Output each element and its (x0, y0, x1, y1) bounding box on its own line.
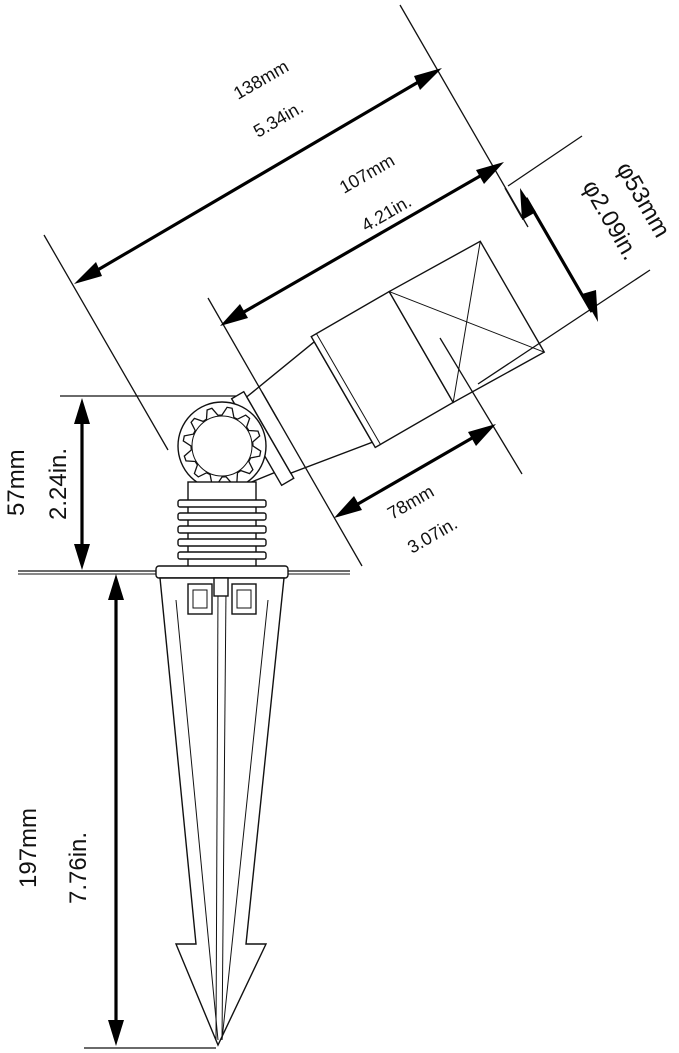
thread-ring (177, 551, 267, 560)
label-offset-mm: 78mm (384, 481, 437, 523)
cone-edge-2 (452, 241, 481, 403)
stake-rib (175, 599, 219, 1041)
label-overall-mm: 138mm (230, 56, 292, 103)
arrow-head (468, 424, 496, 446)
knuckle-joint (177, 401, 267, 491)
label-knuckle-in: 2.24in. (45, 448, 72, 520)
arrow-head (414, 68, 442, 90)
threaded-post (177, 481, 267, 569)
ext-overall-back (43, 234, 169, 451)
extension-lines (43, 4, 651, 1049)
thread-ring (177, 512, 267, 521)
dim-offset-line (343, 428, 487, 514)
ground-stake (159, 577, 285, 1047)
stake-slot-inner (192, 589, 208, 609)
dimension-labels: 138mm 5.34in. 107mm 4.21in. φ53mm φ2.09i… (3, 56, 675, 904)
ext-diam-top (507, 135, 583, 187)
arrow-head (74, 398, 90, 424)
thread-ring (177, 499, 267, 508)
flange-plate (155, 565, 289, 579)
housing-seam (316, 333, 381, 445)
ext-offset-knuckle (261, 391, 363, 567)
ext-head-front (504, 187, 523, 219)
dim-overall-line (83, 72, 433, 280)
ext-diam-bottom (477, 269, 651, 385)
ground-flange (18, 565, 350, 579)
label-knuckle-mm: 57mm (3, 449, 30, 516)
label-head-mm: 107mm (336, 150, 398, 197)
label-stake-in: 7.76in. (65, 832, 92, 904)
lamp-head (208, 240, 546, 489)
stake-slot-inner (236, 589, 252, 609)
label-offset-in: 3.07in. (404, 513, 461, 557)
stake-slot (187, 583, 213, 615)
dim-head-line (229, 166, 495, 322)
arrow-head (108, 1020, 124, 1046)
knuckle-gear-teeth (182, 406, 262, 486)
arrow-head (334, 496, 362, 518)
stake-rib (221, 599, 269, 1041)
arrow-head (74, 262, 102, 284)
stake-outline (159, 577, 285, 1047)
stake-center-2 (221, 589, 227, 1041)
arrow-head (520, 188, 536, 220)
arrow-head (74, 544, 90, 570)
label-stake-mm: 197mm (15, 808, 42, 888)
arrow-head (476, 162, 504, 184)
arrow-head (582, 290, 598, 322)
dimension-arrows (74, 68, 598, 1046)
stake-screw (213, 577, 229, 597)
thread-ring (177, 525, 267, 534)
thread-ring (177, 538, 267, 547)
arrow-head (220, 304, 248, 326)
ext-offset-front (439, 337, 523, 475)
dim-diam-line (524, 197, 594, 313)
label-overall-in: 5.34in. (250, 97, 307, 141)
arrow-head (108, 574, 124, 600)
stake-center (215, 589, 219, 1041)
knuckle-inner (191, 415, 253, 477)
stake-slot (231, 583, 257, 615)
